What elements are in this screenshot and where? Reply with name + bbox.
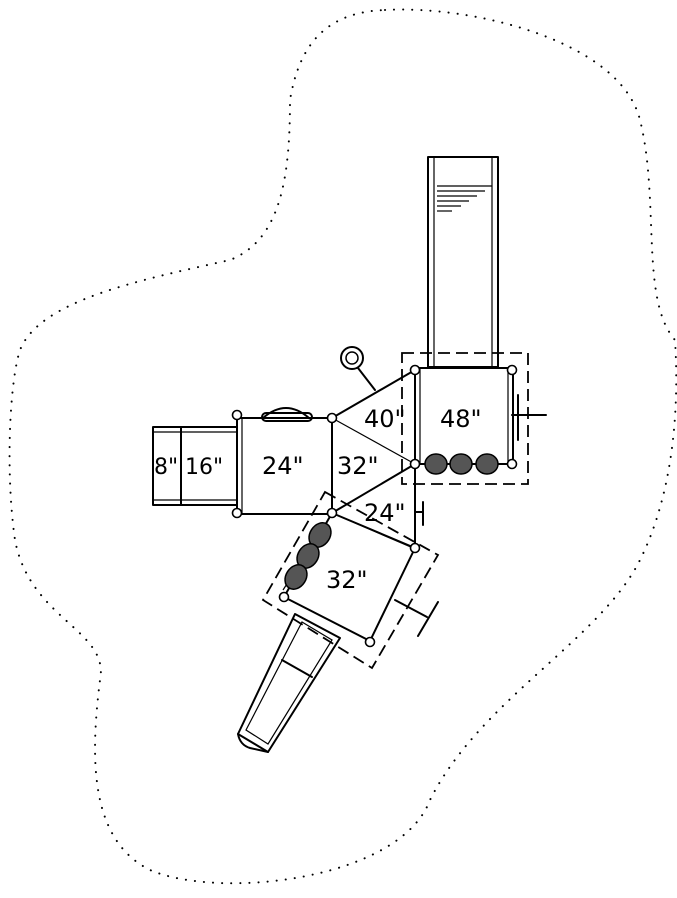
label-step-16: 16" <box>185 455 223 480</box>
safety-zone-boundary <box>8 8 677 885</box>
coil-element-lower <box>284 522 332 590</box>
label-deck-32-center: 32" <box>337 452 379 480</box>
label-deck-48: 48" <box>440 405 482 433</box>
coil-element <box>424 453 499 475</box>
label-deck-24: 24" <box>262 452 304 480</box>
label-deck-24-lower: 24" <box>364 499 406 527</box>
deck-40-triangle <box>331 369 416 465</box>
tall-slide <box>427 156 499 368</box>
entry-steps <box>152 426 238 506</box>
label-deck-40: 40" <box>364 405 406 433</box>
steering-wheel-icon <box>340 346 376 391</box>
lower-slide <box>237 613 341 753</box>
posts <box>231 364 518 648</box>
label-step-8: 8" <box>154 455 178 480</box>
label-deck-32-lower: 32" <box>326 566 368 594</box>
slide-hatch <box>437 185 492 212</box>
deck-48 <box>401 352 547 485</box>
